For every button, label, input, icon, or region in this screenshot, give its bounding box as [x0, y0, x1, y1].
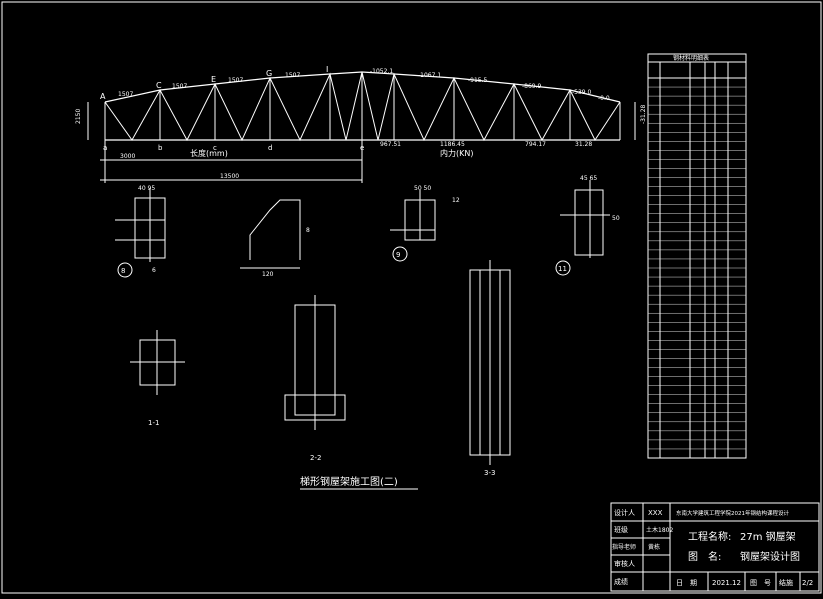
project-label: 工程名称:: [688, 530, 731, 543]
node-d: d: [268, 144, 272, 152]
node-e: e: [360, 144, 364, 152]
bottom-val-1: 967.51: [380, 141, 401, 148]
span-dim: 3000: [120, 153, 135, 160]
bottom-val-2: 1186.45: [440, 141, 465, 148]
svg-text:2-2: 2-2: [310, 454, 321, 462]
node-A: A: [100, 92, 106, 101]
detail-circle-9: [392, 246, 408, 262]
detail-thick-3: 12: [452, 197, 460, 204]
right-force-label: 内力(KN): [440, 148, 473, 158]
right-force-6: -0.0: [598, 95, 610, 102]
detail-3: 9 50 50 12: [390, 185, 460, 262]
detail-circle-11: [555, 260, 571, 276]
node-a: a: [103, 144, 107, 152]
left-length-label: 长度(mm): [190, 148, 228, 158]
drawing-title: 梯形钢屋架施工图(二): [300, 475, 398, 488]
detail-1: 8 40 95 6: [115, 185, 166, 278]
teacher-value: 黄栋: [648, 543, 660, 551]
node-E: E: [211, 75, 216, 84]
drawing-label: 图 名:: [688, 550, 721, 563]
dim-right: -31.28: [640, 104, 647, 124]
title-block: 设计人 XXX 东南大学建筑工程学院2021年钢结构课程设计 班级 土木1802…: [610, 502, 820, 592]
school-line: 东南大学建筑工程学院2021年钢结构课程设计: [676, 509, 789, 517]
node-C: C: [156, 81, 162, 90]
review-label: 审核人: [614, 559, 635, 568]
material-table: 钢材料明细表: [647, 53, 747, 459]
detail-circle-8: [117, 262, 133, 278]
date-label: 日 期: [676, 579, 697, 587]
material-table-rows: [648, 86, 746, 450]
detail-dim-d: 120: [262, 271, 274, 278]
right-force-4: -869.9: [522, 83, 542, 90]
section-2-2: 2-2: [284, 295, 346, 462]
page-number: 2/2: [802, 579, 813, 587]
teacher-label: 指导老师: [612, 543, 636, 551]
sheet-label: 图 号: [750, 579, 771, 587]
right-force-3: -915.5: [468, 77, 488, 84]
node-b: b: [158, 144, 163, 152]
student-value: 土木1802: [646, 526, 673, 534]
svg-text:11: 11: [558, 265, 567, 273]
node-G: G: [266, 69, 272, 78]
truss-diagram: A C E G I a b c d e 1507 1507 1507 1507 …: [75, 65, 647, 183]
svg-text:8: 8: [121, 267, 125, 275]
svg-text:1-1: 1-1: [148, 419, 159, 427]
top-chord-len-3: 1507: [228, 77, 243, 84]
svg-text:3-3: 3-3: [484, 469, 495, 477]
detail-thick-1: 6: [152, 267, 156, 274]
right-force-2: -1067.1: [418, 72, 441, 79]
top-chord-len-4: 1507: [285, 72, 300, 79]
top-chord-len-1: 1507: [118, 91, 133, 98]
material-table-title: 钢材料明细表: [673, 54, 709, 62]
svg-text:9: 9: [396, 251, 400, 259]
detail-dim-c: 45 65: [580, 175, 597, 182]
design-label: 设计人: [614, 508, 635, 517]
section-3-3: 3-3: [469, 260, 511, 477]
node-c: c: [213, 144, 217, 152]
detail-2: 120 8: [240, 199, 310, 278]
right-force-5: -539.0: [572, 89, 592, 96]
detail-dim-b: 50 50: [414, 185, 431, 192]
date-value: 2021.12: [712, 579, 741, 587]
section-1-1: 1-1: [130, 330, 185, 427]
student-label: 班级: [614, 525, 628, 534]
detail-dim-a: 40 95: [138, 185, 155, 192]
detail-thick-2: 8: [306, 227, 310, 234]
dim-left: 2150: [75, 109, 82, 124]
top-chord-len-2: 1507: [172, 83, 187, 90]
bottom-val-4: 31.28: [575, 141, 592, 148]
bottom-val-3: 794.17: [525, 141, 546, 148]
detail-4: 11 45 65 50: [555, 175, 620, 276]
design-name: XXX: [648, 509, 663, 517]
project-value: 27m 钢屋架: [740, 530, 796, 543]
grade-label: 成绩: [614, 577, 628, 586]
sheet-value: 结施: [779, 578, 793, 587]
detail-dim-e: 50: [612, 215, 620, 222]
drawing-value: 钢屋架设计图: [740, 550, 800, 563]
node-I: I: [326, 65, 328, 74]
total-dim: 13500: [220, 173, 239, 180]
right-force-1: -1052.1: [370, 68, 393, 75]
